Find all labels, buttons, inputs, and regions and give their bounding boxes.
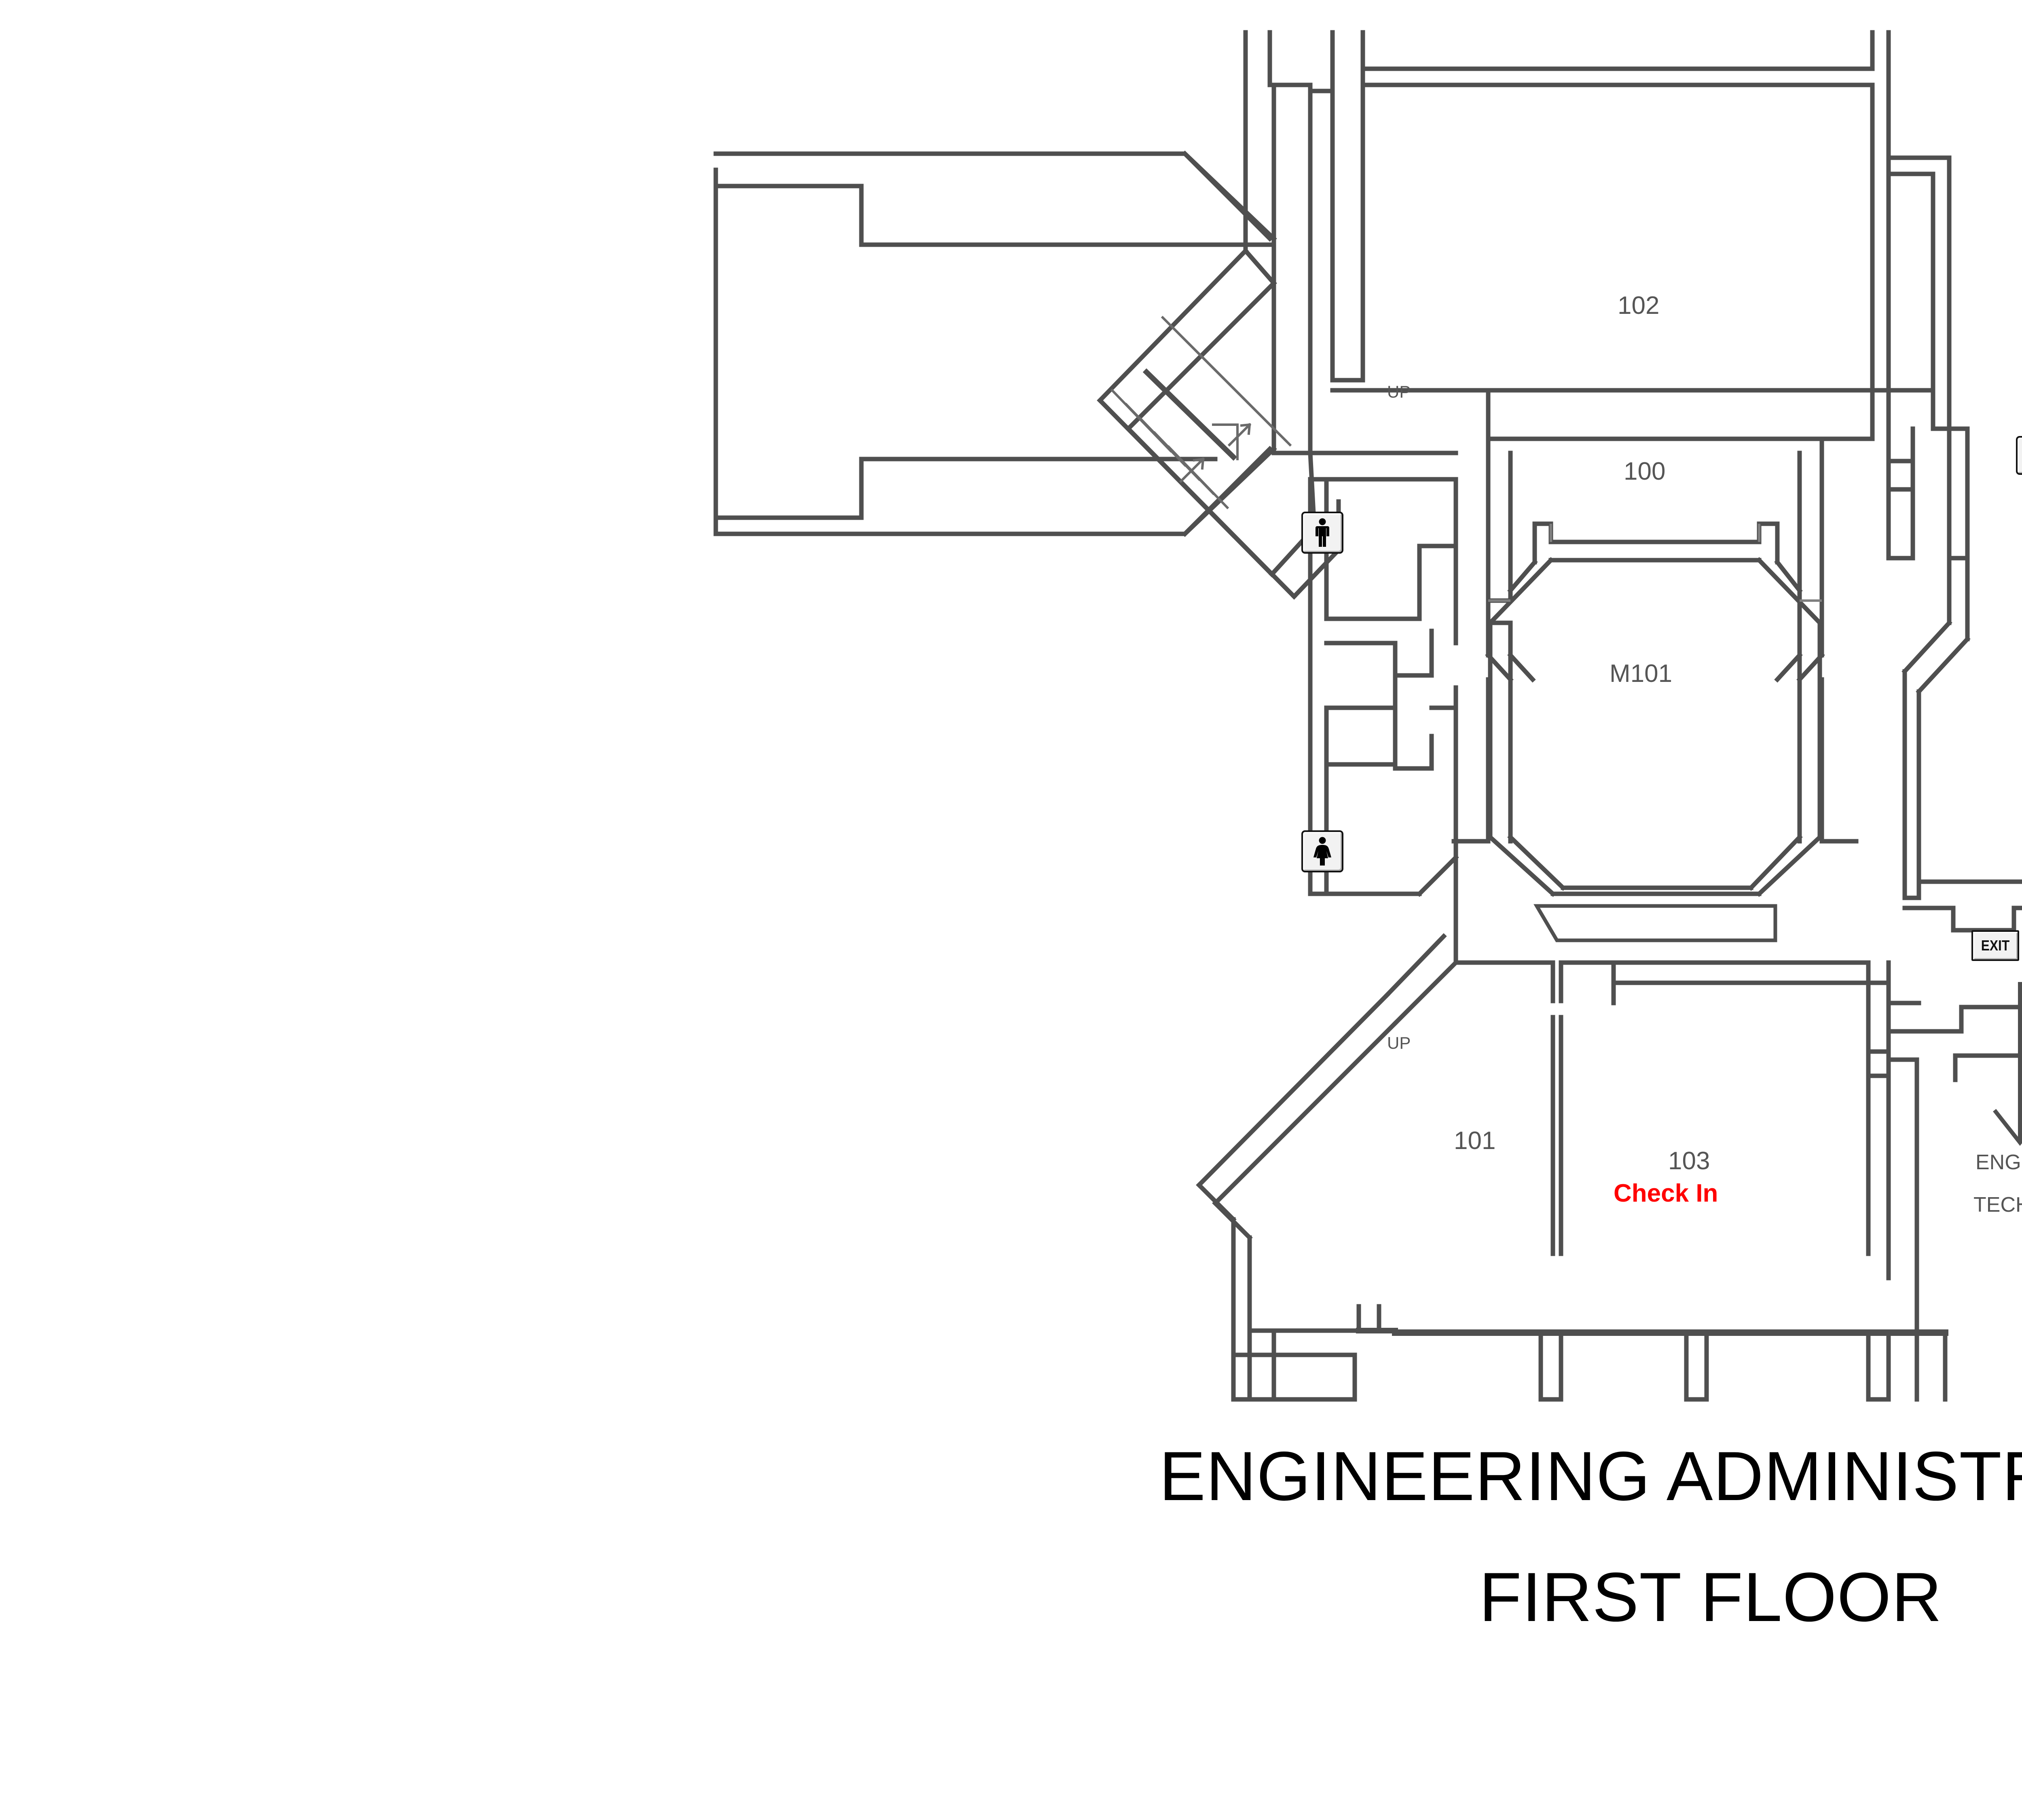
exit-sign-center-label: EXIT — [1981, 937, 2010, 954]
mens-restroom-sign[interactable] — [1301, 512, 1343, 554]
plan-walls — [713, 30, 2022, 1402]
arrow-down-eng-tech-icon — [1993, 982, 2022, 1146]
womens-restroom-sign[interactable] — [1301, 830, 1343, 872]
mens-restroom-icon — [1316, 518, 1329, 547]
title-block: ENGINEERING ADMINISTRATION FIRST FLOOR — [720, 1440, 2022, 1634]
womens-restroom-icon — [1313, 837, 1331, 866]
page-title-building: ENGINEERING ADMINISTRATION — [1159, 1437, 2022, 1515]
page-title-floor: FIRST FLOOR — [1479, 1558, 1942, 1636]
exit-sign-center[interactable]: EXIT — [1971, 930, 2019, 961]
check-in-label: Check In — [1614, 1179, 1718, 1207]
elevator-sign[interactable] — [2016, 436, 2022, 475]
plan-partitions — [1488, 524, 1822, 602]
floor-plan-drawing — [713, 30, 2022, 1402]
